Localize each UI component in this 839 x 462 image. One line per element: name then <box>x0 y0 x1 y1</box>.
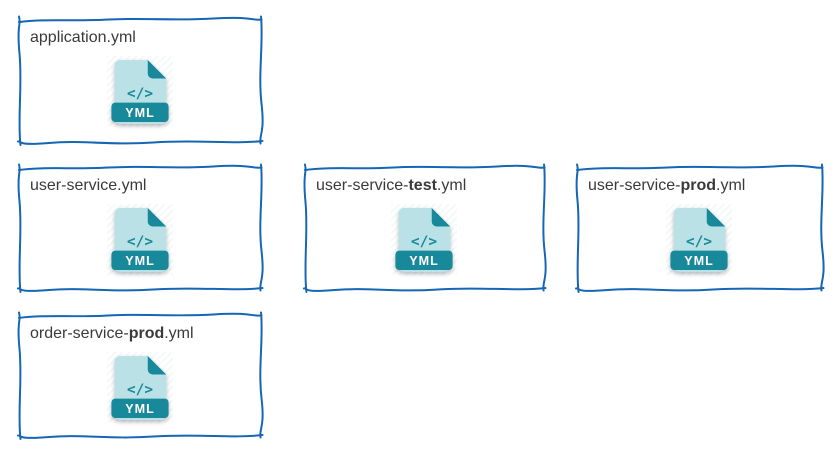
code-icon: </> <box>411 234 437 250</box>
file-name-prefix: user-service.yml <box>30 177 147 194</box>
file-name-label: user-service-prod.yml <box>588 176 745 195</box>
folded-corner <box>706 208 726 227</box>
folded-corner <box>147 60 166 79</box>
yml-banner-label: YML <box>125 402 154 416</box>
yml-file-icon: </> YML <box>666 204 732 275</box>
yml-banner-label: YML <box>125 254 154 268</box>
card-user-service-prod-yml: user-service-prod.yml </> YML <box>572 161 826 293</box>
yml-file-icon-svg: </> YML <box>395 208 453 272</box>
yml-file-icon: </> YML <box>106 204 173 275</box>
file-name-prefix: user-service- <box>588 177 681 194</box>
file-name-suffix: .yml <box>436 177 467 194</box>
yml-file-icon: </> YML <box>391 204 457 275</box>
file-name-suffix: .yml <box>716 177 746 194</box>
yml-banner <box>395 250 453 271</box>
file-name-label: order-service-prod.yml <box>30 324 194 343</box>
file-name-bold: test <box>408 177 437 194</box>
file-name-label: application.yml <box>30 28 136 47</box>
folded-corner <box>147 208 166 227</box>
yml-file-icon-svg: </> YML <box>110 356 169 420</box>
folded-corner <box>431 208 451 227</box>
yml-banner <box>670 250 728 271</box>
code-icon: </> <box>126 86 152 102</box>
card-user-service-test-yml: user-service-test.yml </> YML <box>300 161 548 293</box>
file-name-bold: prod <box>680 177 717 194</box>
file-name-prefix: application.yml <box>30 29 136 46</box>
folded-corner <box>147 356 166 375</box>
yml-file-icon: </> YML <box>106 56 173 127</box>
yml-file-icon: </> YML <box>106 352 173 423</box>
file-name-prefix: user-service- <box>316 177 409 194</box>
file-name-prefix: order-service- <box>30 325 129 342</box>
file-name-suffix: .yml <box>164 325 194 342</box>
card-order-service-prod-yml: order-service-prod.yml </> YML <box>14 309 265 440</box>
code-icon: </> <box>126 234 152 250</box>
yml-banner-label: YML <box>409 254 438 268</box>
yml-banner <box>110 102 169 123</box>
yml-banner <box>110 250 169 271</box>
yml-banner-label: YML <box>125 106 154 120</box>
yml-banner-label: YML <box>684 254 713 268</box>
yml-banner <box>110 398 169 419</box>
card-application-yml: application.yml </> YML <box>14 13 265 146</box>
card-user-service-yml: user-service.yml </> YML <box>14 161 265 293</box>
file-name-label: user-service.yml <box>30 176 146 195</box>
yml-file-icon-svg: </> YML <box>670 208 728 272</box>
code-icon: </> <box>686 234 712 250</box>
file-name-label: user-service-test.yml <box>316 176 466 195</box>
code-icon: </> <box>126 382 152 398</box>
file-name-bold: prod <box>128 325 165 342</box>
yml-file-icon-svg: </> YML <box>110 208 169 272</box>
yml-file-icon-svg: </> YML <box>110 60 169 124</box>
